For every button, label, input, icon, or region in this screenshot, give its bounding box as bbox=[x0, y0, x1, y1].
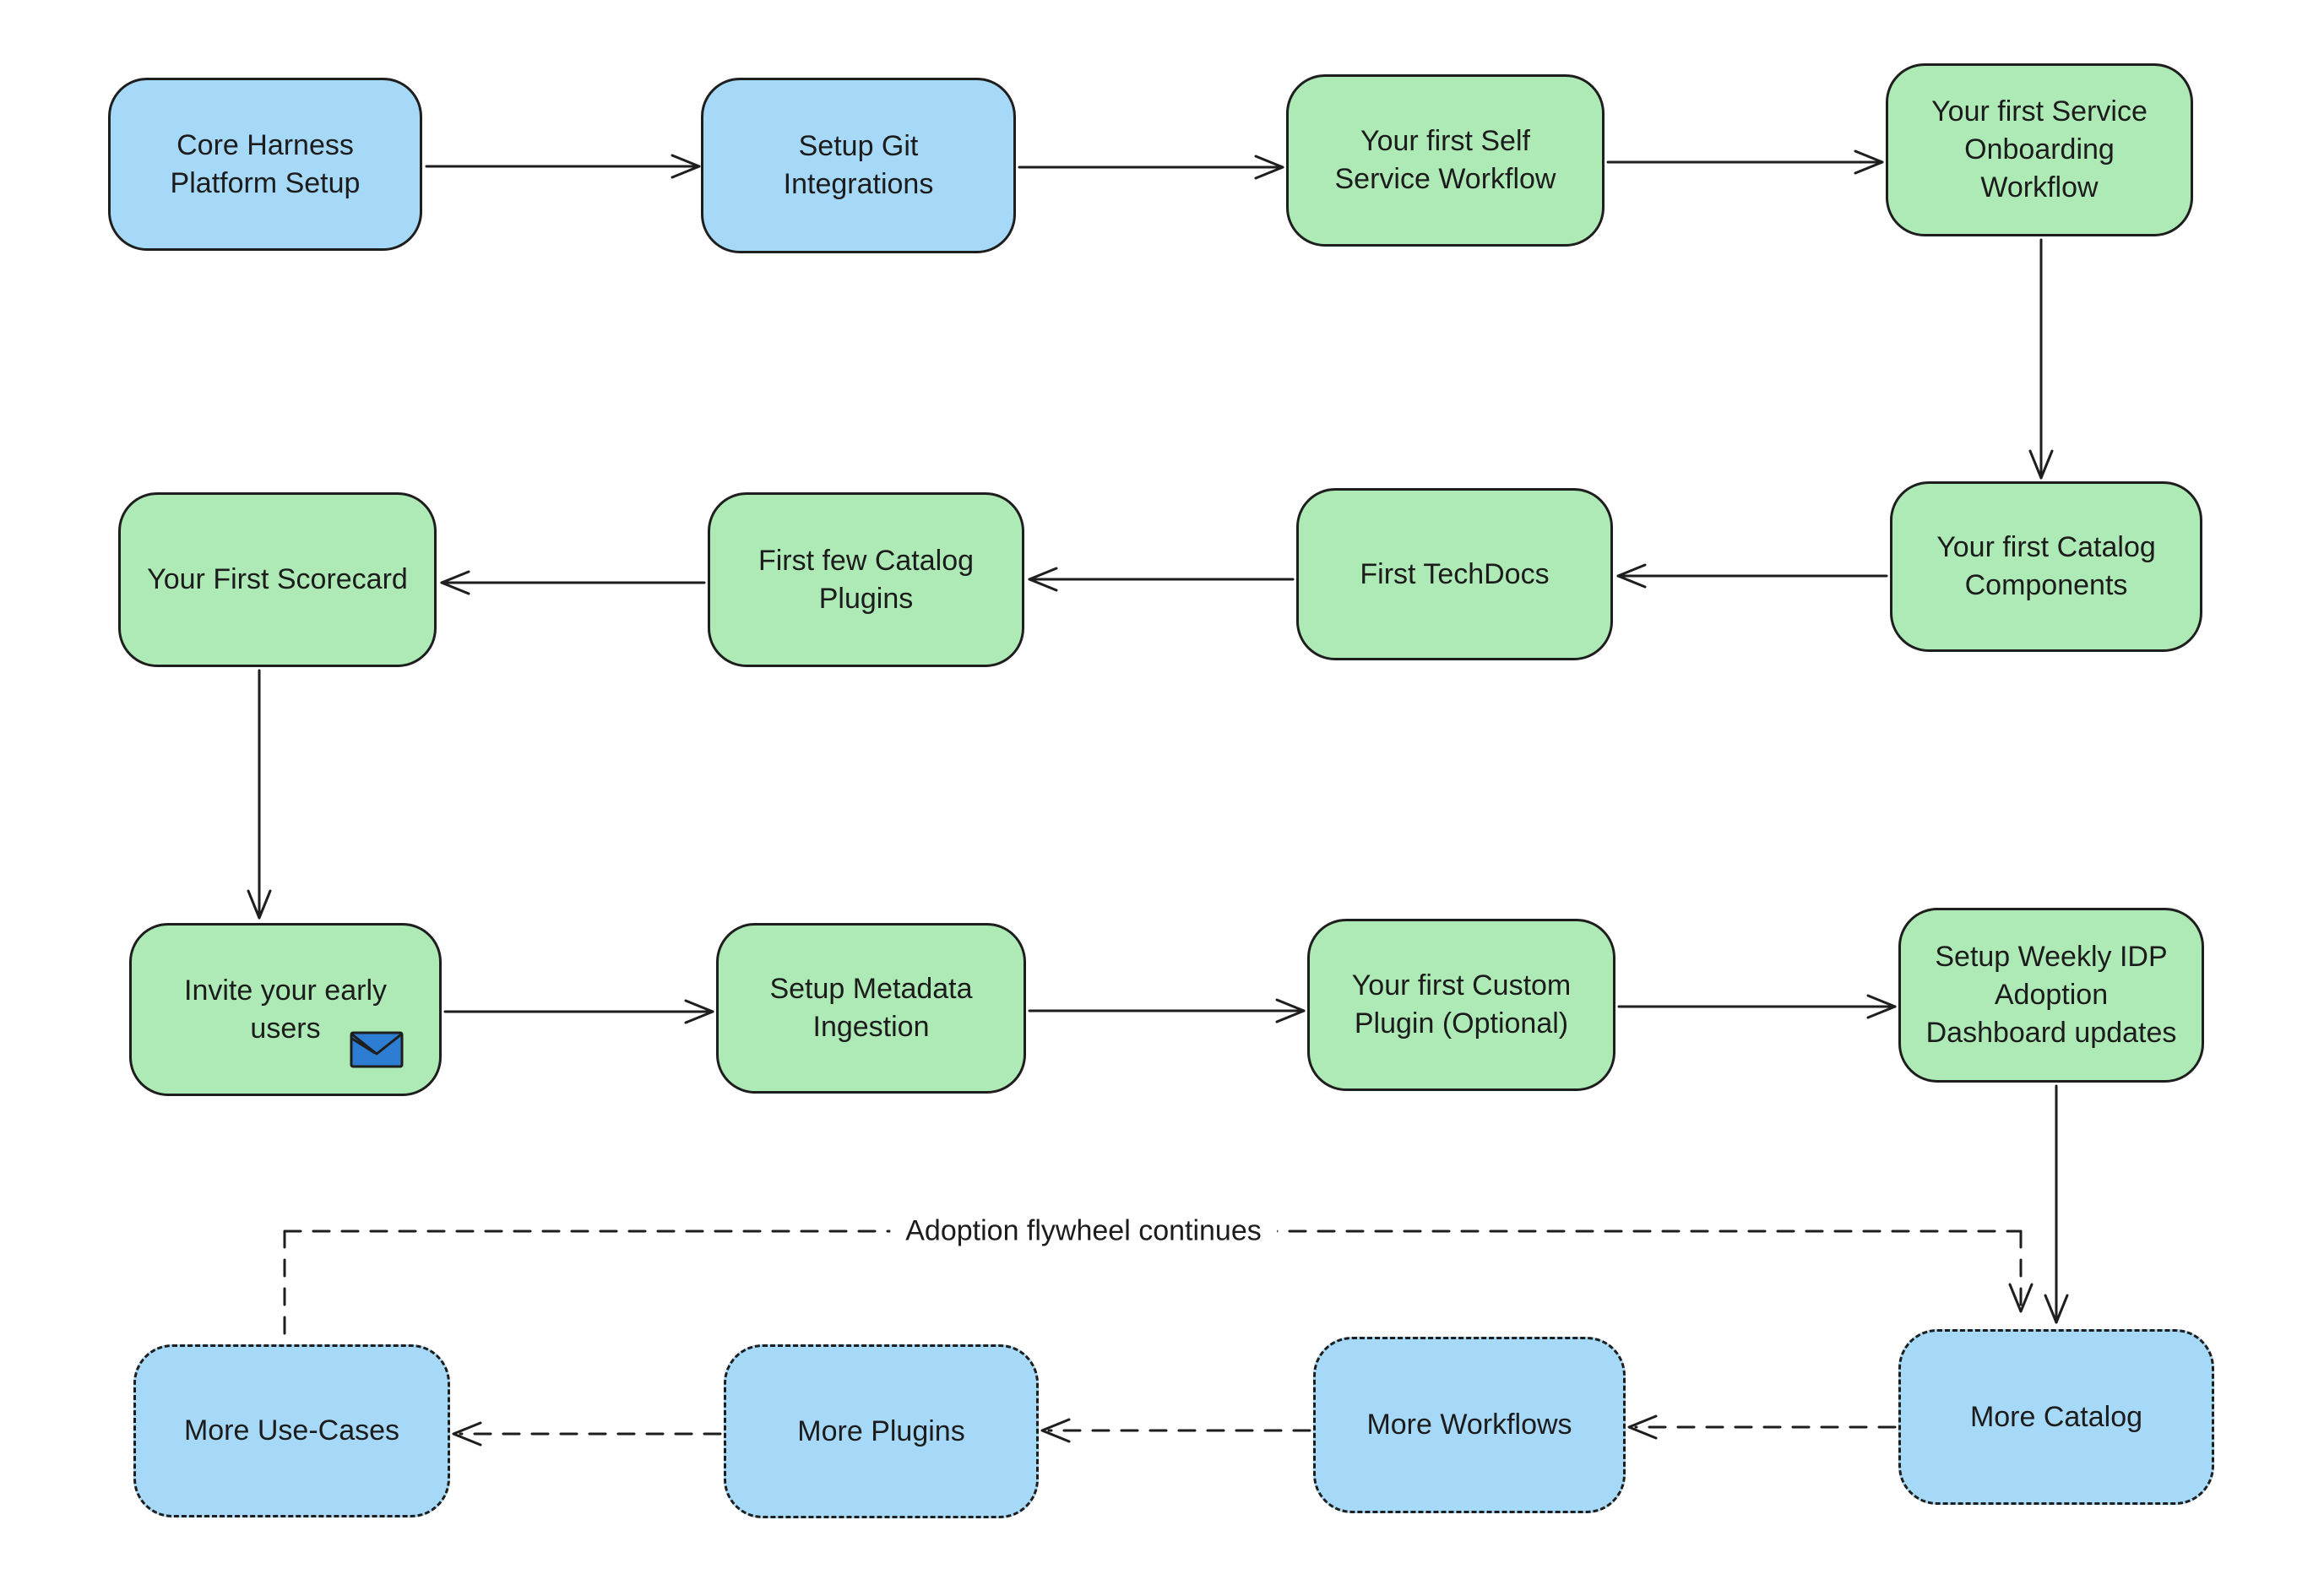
node-label: Setup Git Integrations bbox=[783, 130, 934, 200]
node-first-custom-plugin: Your first Custom Plugin (Optional) bbox=[1307, 919, 1615, 1091]
flywheel-dashed-line bbox=[283, 1230, 2033, 1343]
node-label: Your first Self Service Workflow bbox=[1334, 125, 1556, 195]
arrow-more-plugins-to-more-use-cases bbox=[452, 1421, 722, 1447]
node-first-service-onboarding-workflow: Your first Service Onboarding Workflow bbox=[1886, 63, 2193, 236]
node-more-catalog: More Catalog bbox=[1898, 1329, 2214, 1505]
node-first-self-service-workflow: Your first Self Service Workflow bbox=[1286, 74, 1605, 247]
envelope-icon bbox=[350, 1031, 404, 1068]
arrow-metadata-to-custom-plugin bbox=[1028, 998, 1306, 1023]
node-first-scorecard: Your First Scorecard bbox=[118, 492, 437, 667]
node-label: Core Harness Platform Setup bbox=[170, 128, 361, 199]
node-label: Setup Metadata Ingestion bbox=[769, 973, 973, 1043]
node-more-workflows: More Workflows bbox=[1313, 1337, 1626, 1513]
arrow-custom-plugin-to-dashboard bbox=[1617, 994, 1897, 1019]
node-label: More Workflows bbox=[1366, 1409, 1572, 1441]
node-label: More Catalog bbox=[1969, 1400, 2143, 1433]
arrow-git-to-self-service bbox=[1018, 155, 1284, 180]
arrow-self-service-to-onboarding bbox=[1606, 149, 1884, 175]
node-first-few-catalog-plugins: First few Catalog Plugins bbox=[708, 492, 1024, 667]
node-label: First TechDocs bbox=[1360, 557, 1550, 590]
arrow-scorecard-to-invite-users bbox=[247, 669, 272, 920]
node-weekly-idp-adoption-dashboard: Setup Weekly IDP Adoption Dashboard upda… bbox=[1898, 908, 2204, 1083]
flywheel-label: Adoption flywheel continues bbox=[890, 1214, 1277, 1248]
arrow-core-setup-to-git bbox=[425, 154, 701, 179]
node-label: Your First Scorecard bbox=[147, 563, 408, 596]
arrow-invite-users-to-metadata bbox=[443, 999, 714, 1024]
arrow-dashboard-to-more-catalog bbox=[2044, 1084, 2069, 1324]
arrow-catalog-components-to-techdocs bbox=[1616, 563, 1888, 589]
node-label: More Use-Cases bbox=[183, 1414, 400, 1447]
node-invite-early-users: Invite your early users bbox=[129, 923, 442, 1096]
node-core-harness-platform-setup: Core Harness Platform Setup bbox=[108, 78, 422, 251]
arrow-more-workflows-to-more-plugins bbox=[1040, 1418, 1311, 1443]
arrow-techdocs-to-catalog-plugins bbox=[1028, 567, 1295, 592]
node-more-use-cases: More Use-Cases bbox=[133, 1344, 450, 1517]
node-label: Your first Service Onboarding Workflow bbox=[1931, 95, 2148, 204]
arrow-more-catalog-to-more-workflows bbox=[1627, 1414, 1897, 1440]
node-label: First few Catalog Plugins bbox=[757, 544, 975, 615]
node-label: Your first Catalog Components bbox=[1936, 531, 2156, 601]
node-label: Invite your early users bbox=[184, 974, 387, 1045]
node-setup-git-integrations: Setup Git Integrations bbox=[701, 78, 1016, 253]
node-label: Setup Weekly IDP Adoption Dashboard upda… bbox=[1925, 941, 2177, 1049]
node-label: Your first Custom Plugin (Optional) bbox=[1351, 969, 1572, 1040]
node-first-catalog-components: Your first Catalog Components bbox=[1890, 481, 2202, 652]
node-more-plugins: More Plugins bbox=[724, 1344, 1039, 1518]
node-first-techdocs: First TechDocs bbox=[1296, 488, 1613, 660]
arrow-catalog-plugins-to-scorecard bbox=[440, 570, 706, 595]
node-label: More Plugins bbox=[797, 1414, 965, 1447]
arrow-onboarding-to-catalog-components bbox=[2028, 238, 2054, 480]
node-setup-metadata-ingestion: Setup Metadata Ingestion bbox=[716, 923, 1026, 1094]
